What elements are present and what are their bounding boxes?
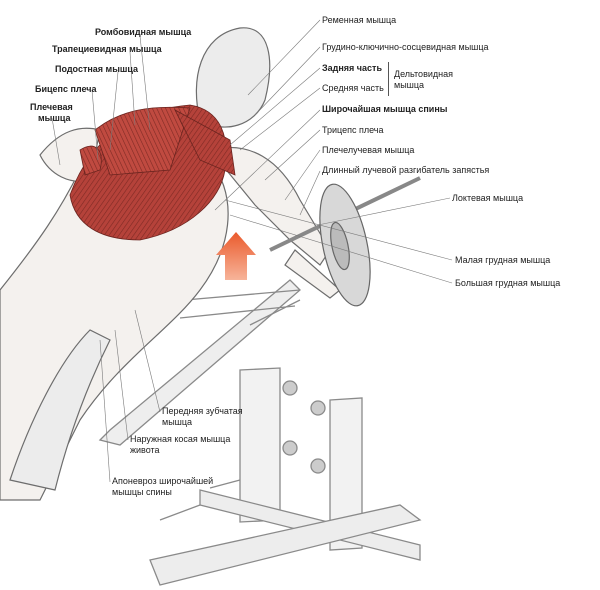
back-muscles [69,104,236,241]
label-middle-part: Средняя часть [322,83,384,93]
label-triceps: Трицепс плеча [322,125,384,135]
label-serratus-2: мышца [162,417,193,427]
label-posterior-part: Задняя часть [322,63,382,73]
label-deltoid-1: Дельтовидная [394,69,453,79]
barbell [269,176,421,307]
label-anconeus: Локтевая мышца [452,193,524,203]
label-sternocleidomastoid: Грудино-ключично-сосцевидная мышца [322,42,489,52]
label-ext-oblique-1: Наружная косая мышца [130,434,231,444]
label-infraspinatus: Подостная мышца [55,64,139,74]
label-biceps: Бицепс плеча [35,84,97,94]
label-serratus-1: Передняя зубчатая [162,406,243,416]
label-pec-major: Большая грудная мышца [455,278,561,288]
up-arrow-icon [216,232,256,280]
deltoid-bracket [388,62,389,96]
label-brachialis-1: Плечевая [30,102,73,112]
label-aponeurosis-2: мышцы спины [112,487,172,497]
label-pec-minor: Малая грудная мышца [455,255,551,265]
label-brachioradialis: Плечелучевая мышца [322,145,415,155]
label-splenius: Ременная мышца [322,15,397,25]
label-latissimus: Широчайшая мышца спины [322,104,448,114]
bench [98,279,422,586]
label-ext-oblique-2: живота [130,445,160,455]
label-deltoid-2: мышца [394,80,425,90]
label-brachialis-2: мышца [38,113,71,123]
label-ext-carpi: Длинный лучевой разгибатель запястья [322,165,490,175]
label-rhomboid: Ромбовидная мышца [95,27,192,37]
label-trapezius: Трапециевидная мышца [52,44,162,54]
label-aponeurosis-1: Апоневроз широчайшей [112,476,214,486]
leader-lines [51,19,453,483]
body-outline [0,27,341,501]
